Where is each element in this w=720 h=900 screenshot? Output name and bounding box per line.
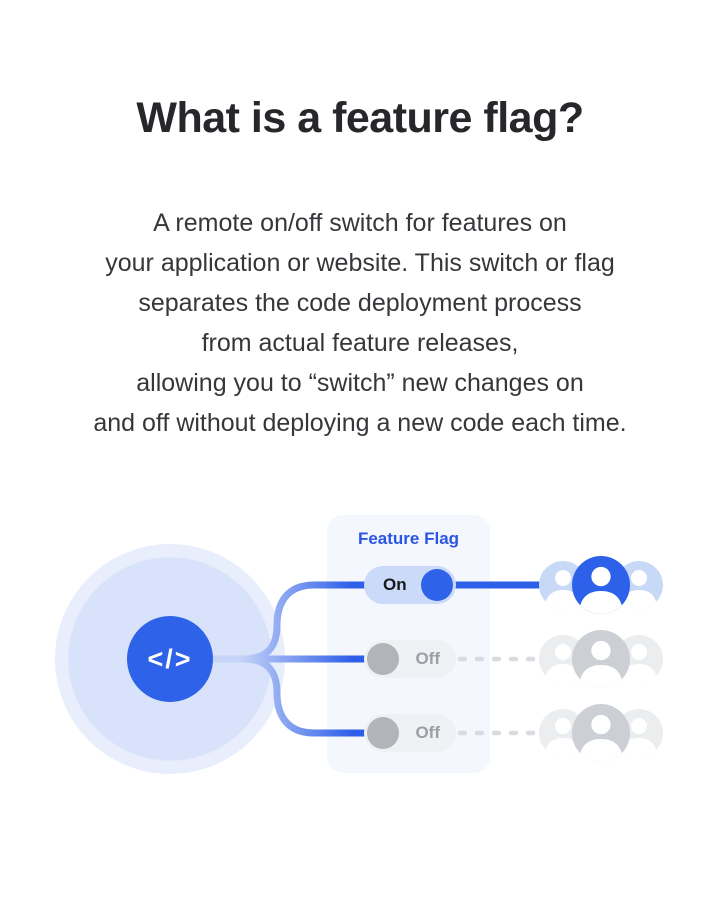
connector-lines: [208, 581, 600, 737]
code-icon: </>: [147, 643, 193, 674]
user-group-active: [539, 556, 663, 614]
person-icon: [545, 644, 581, 683]
description-line: from actual feature releases,: [201, 329, 519, 357]
branch-line-bottom: [208, 655, 371, 737]
toggle-label: On: [383, 575, 407, 594]
toggle-knob: [367, 717, 399, 749]
description-line: allowing you to “switch” new changes on: [136, 369, 584, 397]
user-group-inactive-1: [539, 630, 663, 688]
person-icon: [621, 644, 657, 683]
description-line: your application or website. This switch…: [105, 249, 615, 277]
user-avatar: [572, 704, 630, 762]
branch-line-top: [208, 581, 371, 663]
person-icon: [579, 640, 623, 688]
person-icon: [621, 570, 657, 609]
user-avatar: [572, 630, 630, 688]
toggle-switch-off-2: Off: [364, 714, 456, 752]
description: A remote on/off switch for features on y…: [0, 203, 720, 443]
user-avatar: [615, 561, 663, 609]
page-title: What is a feature flag?: [136, 94, 584, 142]
person-icon: [545, 718, 581, 757]
toggle-knob: [367, 643, 399, 675]
panel-title: Feature Flag: [357, 529, 460, 548]
toggle-knob: [421, 569, 453, 601]
user-group-inactive-2: [539, 704, 663, 762]
toggle-label: Off: [415, 649, 440, 668]
toggle-label: Off: [415, 723, 440, 742]
feature-flag-diagram: Feature Flag </> On Off Off: [0, 473, 720, 818]
code-badge: </>: [127, 616, 213, 702]
person-icon: [579, 566, 623, 614]
toggle-switch-on: On: [364, 566, 456, 604]
user-avatar: [572, 556, 630, 614]
toggle-switch-off-1: Off: [364, 640, 456, 678]
person-icon: [621, 718, 657, 757]
person-icon: [579, 714, 623, 762]
person-icon: [545, 570, 581, 609]
description-line: A remote on/off switch for features on: [153, 209, 567, 237]
description-line: and off without deploying a new code eac…: [93, 409, 627, 437]
description-line: separates the code deployment process: [138, 289, 582, 317]
